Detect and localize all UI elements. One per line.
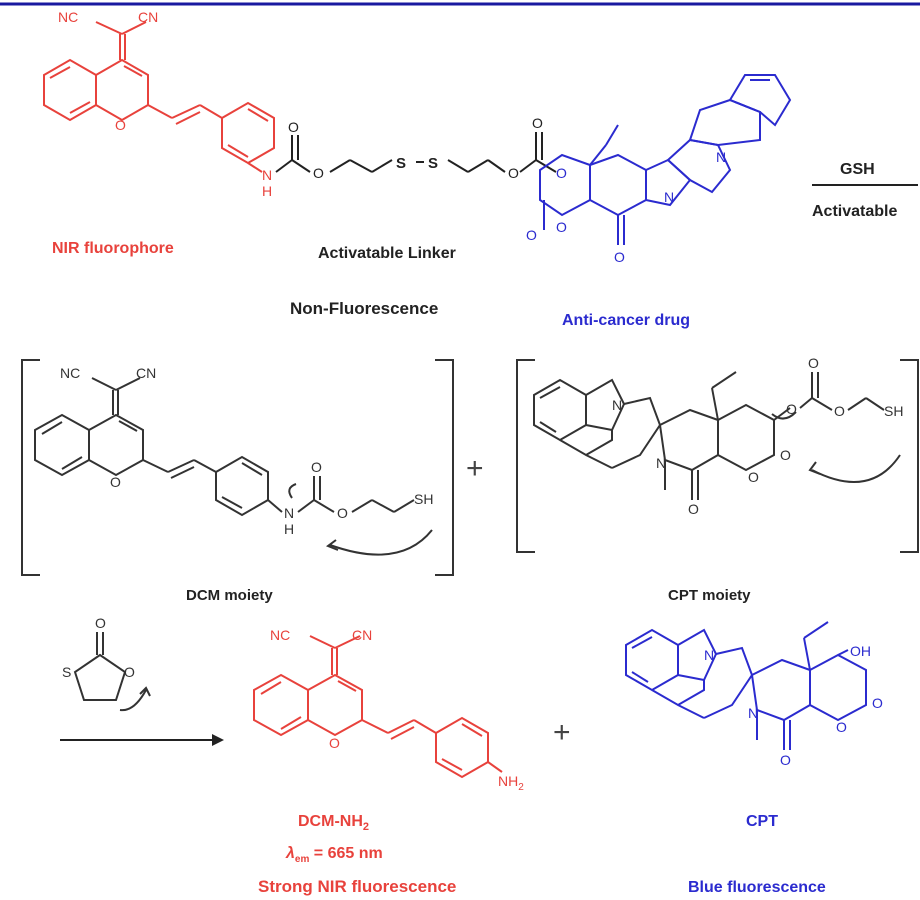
ester-o-top-2: O bbox=[508, 165, 519, 181]
carbonyl-o-top-2: O bbox=[532, 115, 543, 131]
sulfur-top-1: S bbox=[396, 155, 406, 172]
nh2-label-product: NH2 bbox=[498, 773, 524, 793]
pyridone-o-cpt: O bbox=[780, 752, 791, 768]
nc-label-dcm: NC bbox=[60, 365, 80, 381]
sh-label-dcm: SH bbox=[414, 491, 433, 507]
strong-nir-label: Strong NIR fluorescence bbox=[258, 877, 456, 896]
lactone-o-ring-cpt: O bbox=[836, 719, 847, 735]
gsh-label: GSH bbox=[840, 161, 875, 178]
nc-label-product: NC bbox=[270, 627, 290, 643]
dcm-nh2-label: DCM-NH2 bbox=[298, 813, 369, 833]
pyridone-n-cpt-moiety: N bbox=[656, 455, 666, 471]
non-fluorescence-label: Non-Fluorescence bbox=[290, 299, 438, 318]
ester-o-top-1: O bbox=[313, 165, 324, 181]
ester-o-cpt-moiety-1: O bbox=[786, 401, 797, 417]
cpt-moiety-bracket bbox=[516, 359, 919, 553]
byproduct-s: S bbox=[62, 664, 71, 680]
byproduct-carbonyl-o: O bbox=[95, 615, 106, 631]
byproduct-o: O bbox=[124, 664, 135, 680]
pyran-o-dcm: O bbox=[110, 474, 121, 490]
lactone-o-carbonyl: O bbox=[526, 227, 537, 243]
plus-middle: + bbox=[466, 452, 484, 485]
quinoline-n-cpt-moiety: N bbox=[612, 397, 622, 413]
dcm-moiety-label: DCM moiety bbox=[186, 587, 273, 604]
activatable-arrow-label: Activatable bbox=[812, 203, 897, 220]
carbonyl-o-top-1: O bbox=[288, 119, 299, 135]
blue-fluorescence-label: Blue fluorescence bbox=[688, 879, 826, 896]
pyran-o-product: O bbox=[329, 735, 340, 751]
pyran-o-top: O bbox=[115, 117, 126, 133]
pyridone-o: O bbox=[614, 249, 625, 265]
cyclization-byproduct bbox=[73, 632, 151, 712]
pyridone-o-cpt-moiety: O bbox=[688, 501, 699, 517]
carbonyl-o-dcm: O bbox=[311, 459, 322, 475]
ester-o-drug: O bbox=[556, 165, 567, 181]
cn-label-top: CN bbox=[138, 9, 158, 25]
lactone-o-ring: O bbox=[556, 219, 567, 235]
sh-label-cpt-moiety: SH bbox=[884, 403, 903, 419]
pyridone-n: N bbox=[664, 189, 674, 205]
nir-fluorophore-structure bbox=[43, 21, 275, 173]
lactone-o-carbonyl-cpt-moiety: O bbox=[780, 447, 791, 463]
nir-fluorophore-label: NIR fluorophore bbox=[52, 240, 174, 257]
ester-o-dcm: O bbox=[337, 505, 348, 521]
emission-wavelength: λem = 665 nm bbox=[285, 845, 383, 865]
cpt-structure bbox=[625, 621, 867, 750]
carbonyl-o-cpt-moiety: O bbox=[808, 355, 819, 371]
ester-o-cpt-moiety-2: O bbox=[834, 403, 845, 419]
gsh-reaction-arrow: GSH Activatable bbox=[812, 161, 918, 220]
activatable-linker-label: Activatable Linker bbox=[318, 245, 456, 262]
quinoline-n-cpt: N bbox=[704, 647, 714, 663]
product-arrow bbox=[60, 734, 224, 746]
amide-h-top: H bbox=[262, 183, 272, 199]
cpt-label: CPT bbox=[746, 813, 778, 830]
amide-n-top: N bbox=[262, 167, 272, 183]
cpt-moiety-label: CPT moiety bbox=[668, 587, 751, 604]
dcm-moiety-bracket bbox=[21, 359, 454, 576]
cn-label-dcm: CN bbox=[136, 365, 156, 381]
anti-cancer-drug-structure bbox=[539, 74, 792, 245]
dcm-nh2-structure bbox=[253, 635, 503, 779]
lactone-o-carbonyl-cpt: O bbox=[872, 695, 883, 711]
cn-label-product: CN bbox=[352, 627, 372, 643]
amide-n-dcm: N bbox=[284, 505, 294, 521]
nc-label-top: NC bbox=[58, 9, 78, 25]
linker-structure bbox=[275, 132, 557, 173]
pyridone-n-cpt: N bbox=[748, 705, 758, 721]
lactone-o-ring-cpt-moiety: O bbox=[748, 469, 759, 485]
cpt-moiety-structure bbox=[533, 371, 901, 500]
dcm-moiety-structure bbox=[34, 377, 433, 556]
oh-label-cpt: OH bbox=[850, 643, 871, 659]
amide-h-dcm: H bbox=[284, 521, 294, 537]
quinoline-n: N bbox=[716, 149, 726, 165]
plus-bottom: + bbox=[553, 716, 571, 749]
sulfur-top-2: S bbox=[428, 155, 438, 172]
anti-cancer-drug-label: Anti-cancer drug bbox=[562, 312, 690, 329]
